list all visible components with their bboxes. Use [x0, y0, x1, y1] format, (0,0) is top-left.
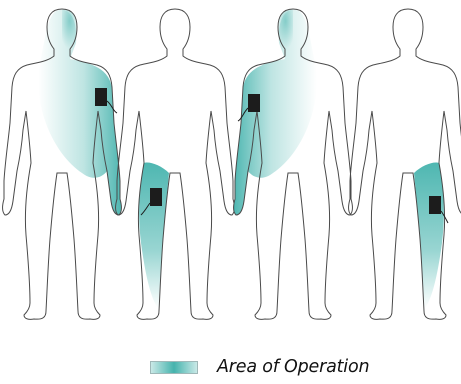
- area-of-operation-shading: [139, 162, 169, 309]
- figure-3: [234, 9, 353, 319]
- legend-label: Area of Operation: [217, 357, 369, 377]
- device: [95, 88, 107, 106]
- device: [248, 94, 260, 112]
- human-outline: [116, 9, 235, 319]
- figure-2: [116, 9, 235, 319]
- figure-1: [3, 9, 122, 319]
- human-outline: [349, 9, 461, 319]
- body-diagram: [0, 0, 461, 340]
- device: [150, 188, 162, 206]
- figure-4: [349, 9, 461, 319]
- legend-swatch: [150, 361, 198, 374]
- area-of-operation-shading: [414, 162, 444, 309]
- legend: Area of Operation: [150, 355, 369, 379]
- device: [429, 196, 441, 214]
